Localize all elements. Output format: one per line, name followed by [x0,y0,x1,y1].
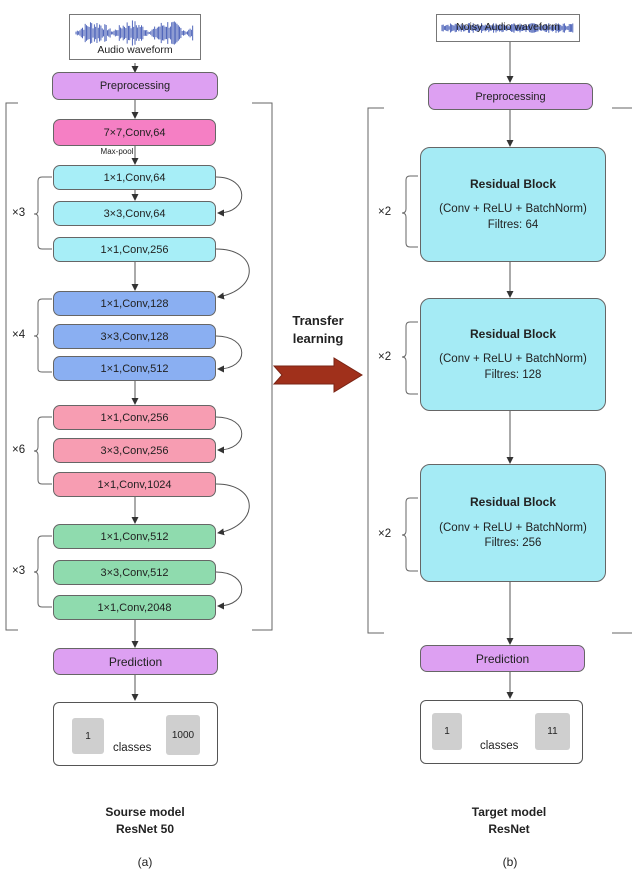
target-sub-label: (b) [502,855,518,869]
stage2-layer-1: 1×1,Conv,128 [53,291,216,316]
residual-block-2-ops: (Conv + ReLU + BatchNorm) [439,353,587,366]
residual-block-3: Residual Block (Conv + ReLU + BatchNorm)… [420,464,606,582]
residual-block-1-filters: Filtres: 64 [487,218,539,231]
stage1-layer-1: 1×1,Conv,64 [53,165,216,190]
stage2-layer-3: 1×1,Conv,512 [53,356,216,381]
target-block3-repeat: ×2 [378,528,392,540]
target-classes-label: classes [480,740,519,752]
stage4-layer-1: 1×1,Conv,512 [53,524,216,549]
source-skip-arrows [215,176,250,610]
source-waveform: Audio waveform [69,14,201,60]
residual-block-2: Residual Block (Conv + ReLU + BatchNorm)… [420,298,606,411]
source-caption-line2: ResNet 50 [115,822,175,837]
target-class-end: 11 [535,713,570,750]
stage3-layer-2: 3×3,Conv,256 [53,438,216,463]
waveform-graphic [75,20,194,46]
noisy-waveform-graphic [441,23,574,33]
stage4-repeat: ×3 [12,565,26,577]
target-block2-repeat: ×2 [378,351,392,363]
target-brackets [367,107,632,634]
source-prediction: Prediction [53,648,218,675]
source-class-end: 1000 [166,715,200,755]
transfer-label-line1: Transfer [292,313,344,328]
stage2-repeat: ×4 [12,329,26,341]
stage4-layer-3: 1×1,Conv,2048 [53,595,216,620]
target-waveform: Noisy Audio waveform [436,14,580,42]
target-prediction: Prediction [420,645,585,672]
conv1-layer: 7×7,Conv,64 [53,119,216,146]
stage4-layer-2: 3×3,Conv,512 [53,560,216,585]
target-preprocessing: Preprocessing [428,83,593,110]
target-waveform-label: Noisy Audio waveform [456,21,560,33]
residual-block-1: Residual Block (Conv + ReLU + BatchNorm)… [420,147,606,262]
source-caption: Sourse model ResNet 50 [70,804,220,839]
target-caption: Target model ResNet [434,804,584,839]
transfer-arrow [272,357,363,393]
target-block1-repeat: ×2 [378,206,392,218]
stage3-layer-3: 1×1,Conv,1024 [53,472,216,497]
residual-block-3-ops: (Conv + ReLU + BatchNorm) [439,521,587,534]
source-preprocessing: Preprocessing [52,72,218,100]
source-sub-label: (a) [137,855,153,869]
stage2-layer-2: 3×3,Conv,128 [53,324,216,349]
stage1-layer-2: 3×3,Conv,64 [53,201,216,226]
residual-block-1-title: Residual Block [469,176,557,191]
maxpool-label: Max-pool [100,147,134,156]
source-waveform-label: Audio waveform [97,44,173,56]
residual-block-3-filters: Filtres: 256 [484,537,542,550]
residual-block-3-title: Residual Block [469,495,557,510]
source-class-start: 1 [72,718,104,754]
residual-block-2-filters: Filtres: 128 [484,368,542,381]
residual-block-2-title: Residual Block [469,326,557,341]
transfer-label-line2: learning [292,330,344,346]
stage3-layer-1: 1×1,Conv,256 [53,405,216,430]
stage3-repeat: ×6 [12,444,26,456]
stage1-layer-3: 1×1,Conv,256 [53,237,216,262]
source-classes-label: classes [113,742,152,754]
target-class-start: 1 [432,713,462,750]
target-caption-line2: ResNet [488,822,530,837]
target-caption-line1: Target model [471,805,547,819]
transfer-label: Transfer learning [280,312,356,347]
residual-block-1-ops: (Conv + ReLU + BatchNorm) [439,203,587,216]
stage1-repeat: ×3 [12,207,26,219]
source-caption-line1: Sourse model [105,805,185,819]
source-brackets [5,102,273,631]
